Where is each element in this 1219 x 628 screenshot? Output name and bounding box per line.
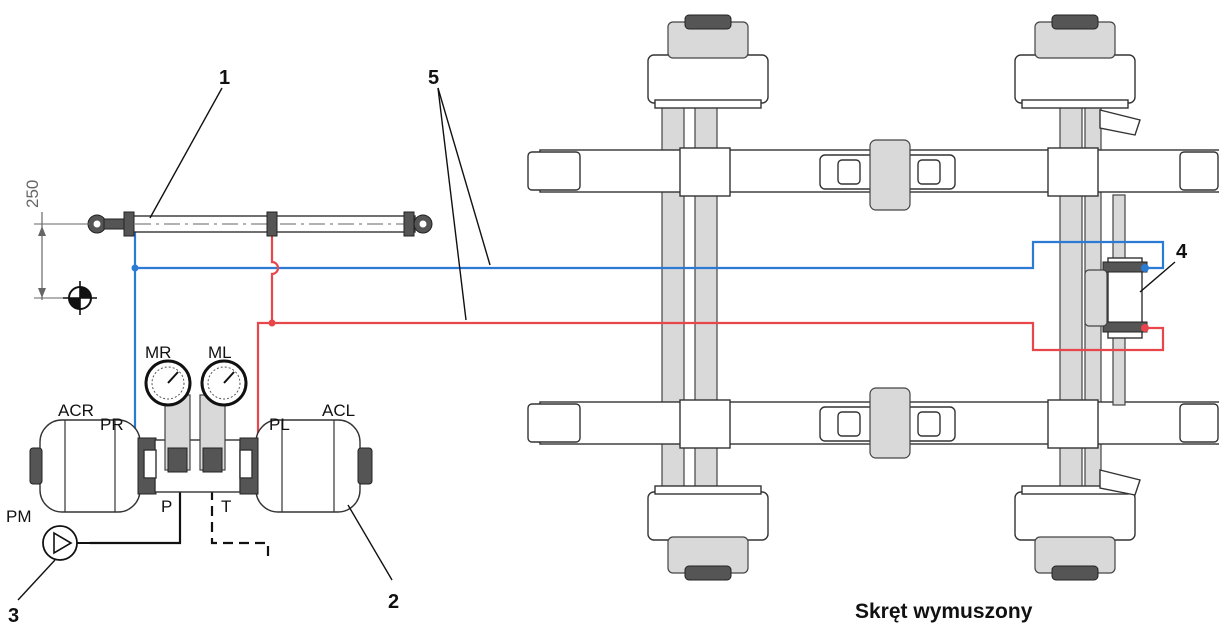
bottom-steering-arm	[1099, 469, 1141, 496]
tie-rod-upper	[1112, 194, 1126, 266]
bottom-left-clamp	[679, 399, 731, 449]
label-p: P	[161, 497, 172, 516]
pressure-gauge-right	[144, 359, 192, 407]
callout-leaders	[17, 87, 1176, 601]
axle-assembly	[527, 14, 1219, 581]
hydraulic-lines	[90, 232, 1165, 562]
top-right-wheel-hub	[1014, 14, 1136, 109]
pressure-gauge-left	[200, 359, 248, 407]
center-of-gravity-icon	[63, 281, 97, 315]
return-line	[210, 490, 270, 562]
label-p-l: PL	[269, 415, 290, 434]
blue-line-vertical	[133, 232, 155, 447]
pressure-line	[90, 490, 182, 545]
bottom-center-hanger	[819, 387, 956, 459]
caption: Skręt wymuszony	[855, 600, 1033, 623]
label-pm: PM	[6, 507, 32, 526]
callout-2: 2	[388, 591, 399, 613]
red-line-main	[256, 321, 1165, 445]
bottom-right-clamp	[1047, 399, 1099, 449]
bottom-axle-right-end	[1179, 403, 1219, 443]
slave-cylinder	[1084, 257, 1149, 339]
callout-1: 1	[219, 67, 230, 89]
component-labels: ACR ACL PR PL MR ML PM P T	[6, 343, 355, 526]
tie-rod-lower	[1112, 334, 1126, 406]
dimension-value: 250	[23, 180, 42, 208]
callout-numbers: 1 2 3 4 5	[8, 67, 1188, 627]
accumulator-left	[239, 419, 373, 513]
label-m-r: MR	[145, 343, 171, 362]
top-steering-arm	[1099, 109, 1141, 136]
bottom-right-wheel-hub	[1014, 485, 1136, 581]
label-ac-l: ACL	[322, 401, 355, 420]
dimension-250: 250	[23, 180, 90, 300]
bottom-axle-left-end	[527, 403, 581, 443]
red-line-cylinder	[270, 232, 280, 323]
blue-line-main	[135, 240, 1165, 270]
top-left-wheel-hub	[647, 14, 769, 109]
pump-icon	[42, 525, 78, 561]
label-p-r: PR	[100, 415, 124, 434]
valve-block	[143, 394, 253, 493]
callout-3: 3	[8, 605, 19, 627]
bottom-left-wheel-hub	[647, 485, 769, 581]
label-ac-r: ACR	[58, 401, 94, 420]
top-left-clamp	[679, 147, 731, 197]
top-axle-left-end	[527, 151, 581, 191]
callout-5: 5	[428, 67, 439, 89]
accumulator-right	[29, 419, 157, 513]
callout-4: 4	[1176, 241, 1188, 263]
label-t: T	[221, 497, 231, 516]
top-center-hanger	[819, 139, 956, 211]
top-right-clamp	[1047, 147, 1099, 197]
master-cylinder	[87, 211, 433, 237]
label-m-l: ML	[208, 343, 232, 362]
top-axle-right-end	[1179, 151, 1219, 191]
